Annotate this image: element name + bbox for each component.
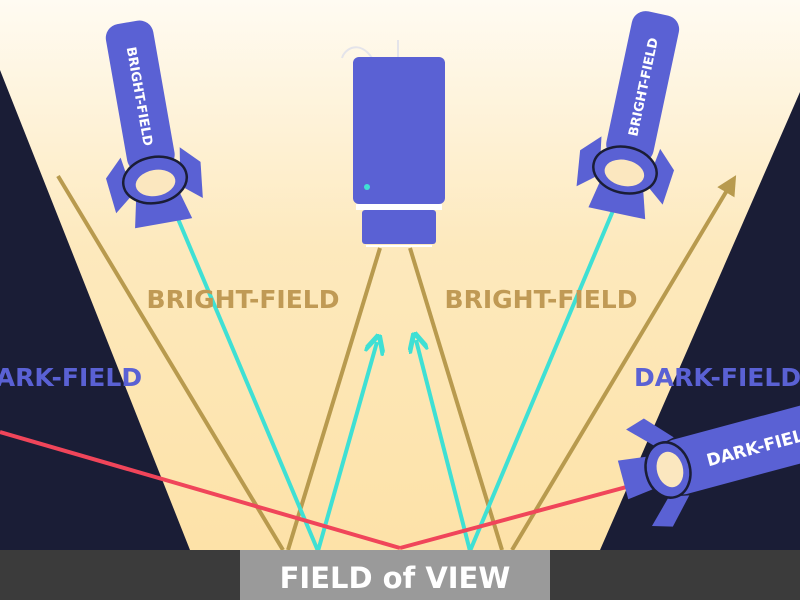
- ray-right-light-to-fov: [468, 174, 630, 552]
- cone-line-right-outer: [510, 175, 737, 552]
- cone-line-left-outer: [56, 174, 285, 552]
- field-of-view-label: FIELD of VIEW: [280, 561, 511, 595]
- light-body: [606, 11, 680, 163]
- bright-field-rays: [163, 174, 630, 552]
- ray-left-fov-to-camera: [316, 342, 377, 552]
- cone-line-left-inner: [286, 247, 382, 551]
- light-body: [105, 20, 175, 173]
- light-lens: [604, 159, 645, 187]
- camera-lens: [362, 210, 436, 244]
- bright-field-label-right: BRIGHT-FIELD: [445, 285, 638, 314]
- dark-field-light: DARK-FIELD: [617, 401, 800, 527]
- barn-door-right: [646, 148, 675, 205]
- dark-field-rays: [0, 430, 661, 550]
- light-lens: [656, 451, 684, 488]
- field-of-view-box: [240, 550, 550, 600]
- camera: [341, 40, 445, 247]
- cone-line-right-inner: [408, 247, 504, 551]
- bright-field-light-left: BRIGHT-FIELD: [105, 20, 203, 229]
- camera-cable: [341, 46, 373, 59]
- camera-indicator-dot: [364, 184, 370, 190]
- ray-dark-incoming: [0, 430, 401, 550]
- ray-left-light-to-fov: [163, 187, 320, 552]
- dark-field-label-right: DARK-FIELD: [634, 363, 800, 392]
- dark-field-label-left: DARK-FIELD: [0, 363, 142, 392]
- camera-lens-ring: [356, 204, 442, 210]
- light-body: [663, 401, 800, 495]
- ray-dark-reflected: [399, 476, 661, 550]
- camera-body: [353, 57, 445, 204]
- barn-door-bottom: [651, 495, 690, 527]
- light-lens: [135, 169, 176, 197]
- barn-door-left: [105, 157, 134, 214]
- bright-field-light-right: BRIGHT-FIELD: [576, 11, 680, 220]
- barn-door-top: [626, 418, 674, 447]
- bright-field-label-left: BRIGHT-FIELD: [147, 285, 340, 314]
- ray-right-fov-to-camera: [416, 340, 472, 552]
